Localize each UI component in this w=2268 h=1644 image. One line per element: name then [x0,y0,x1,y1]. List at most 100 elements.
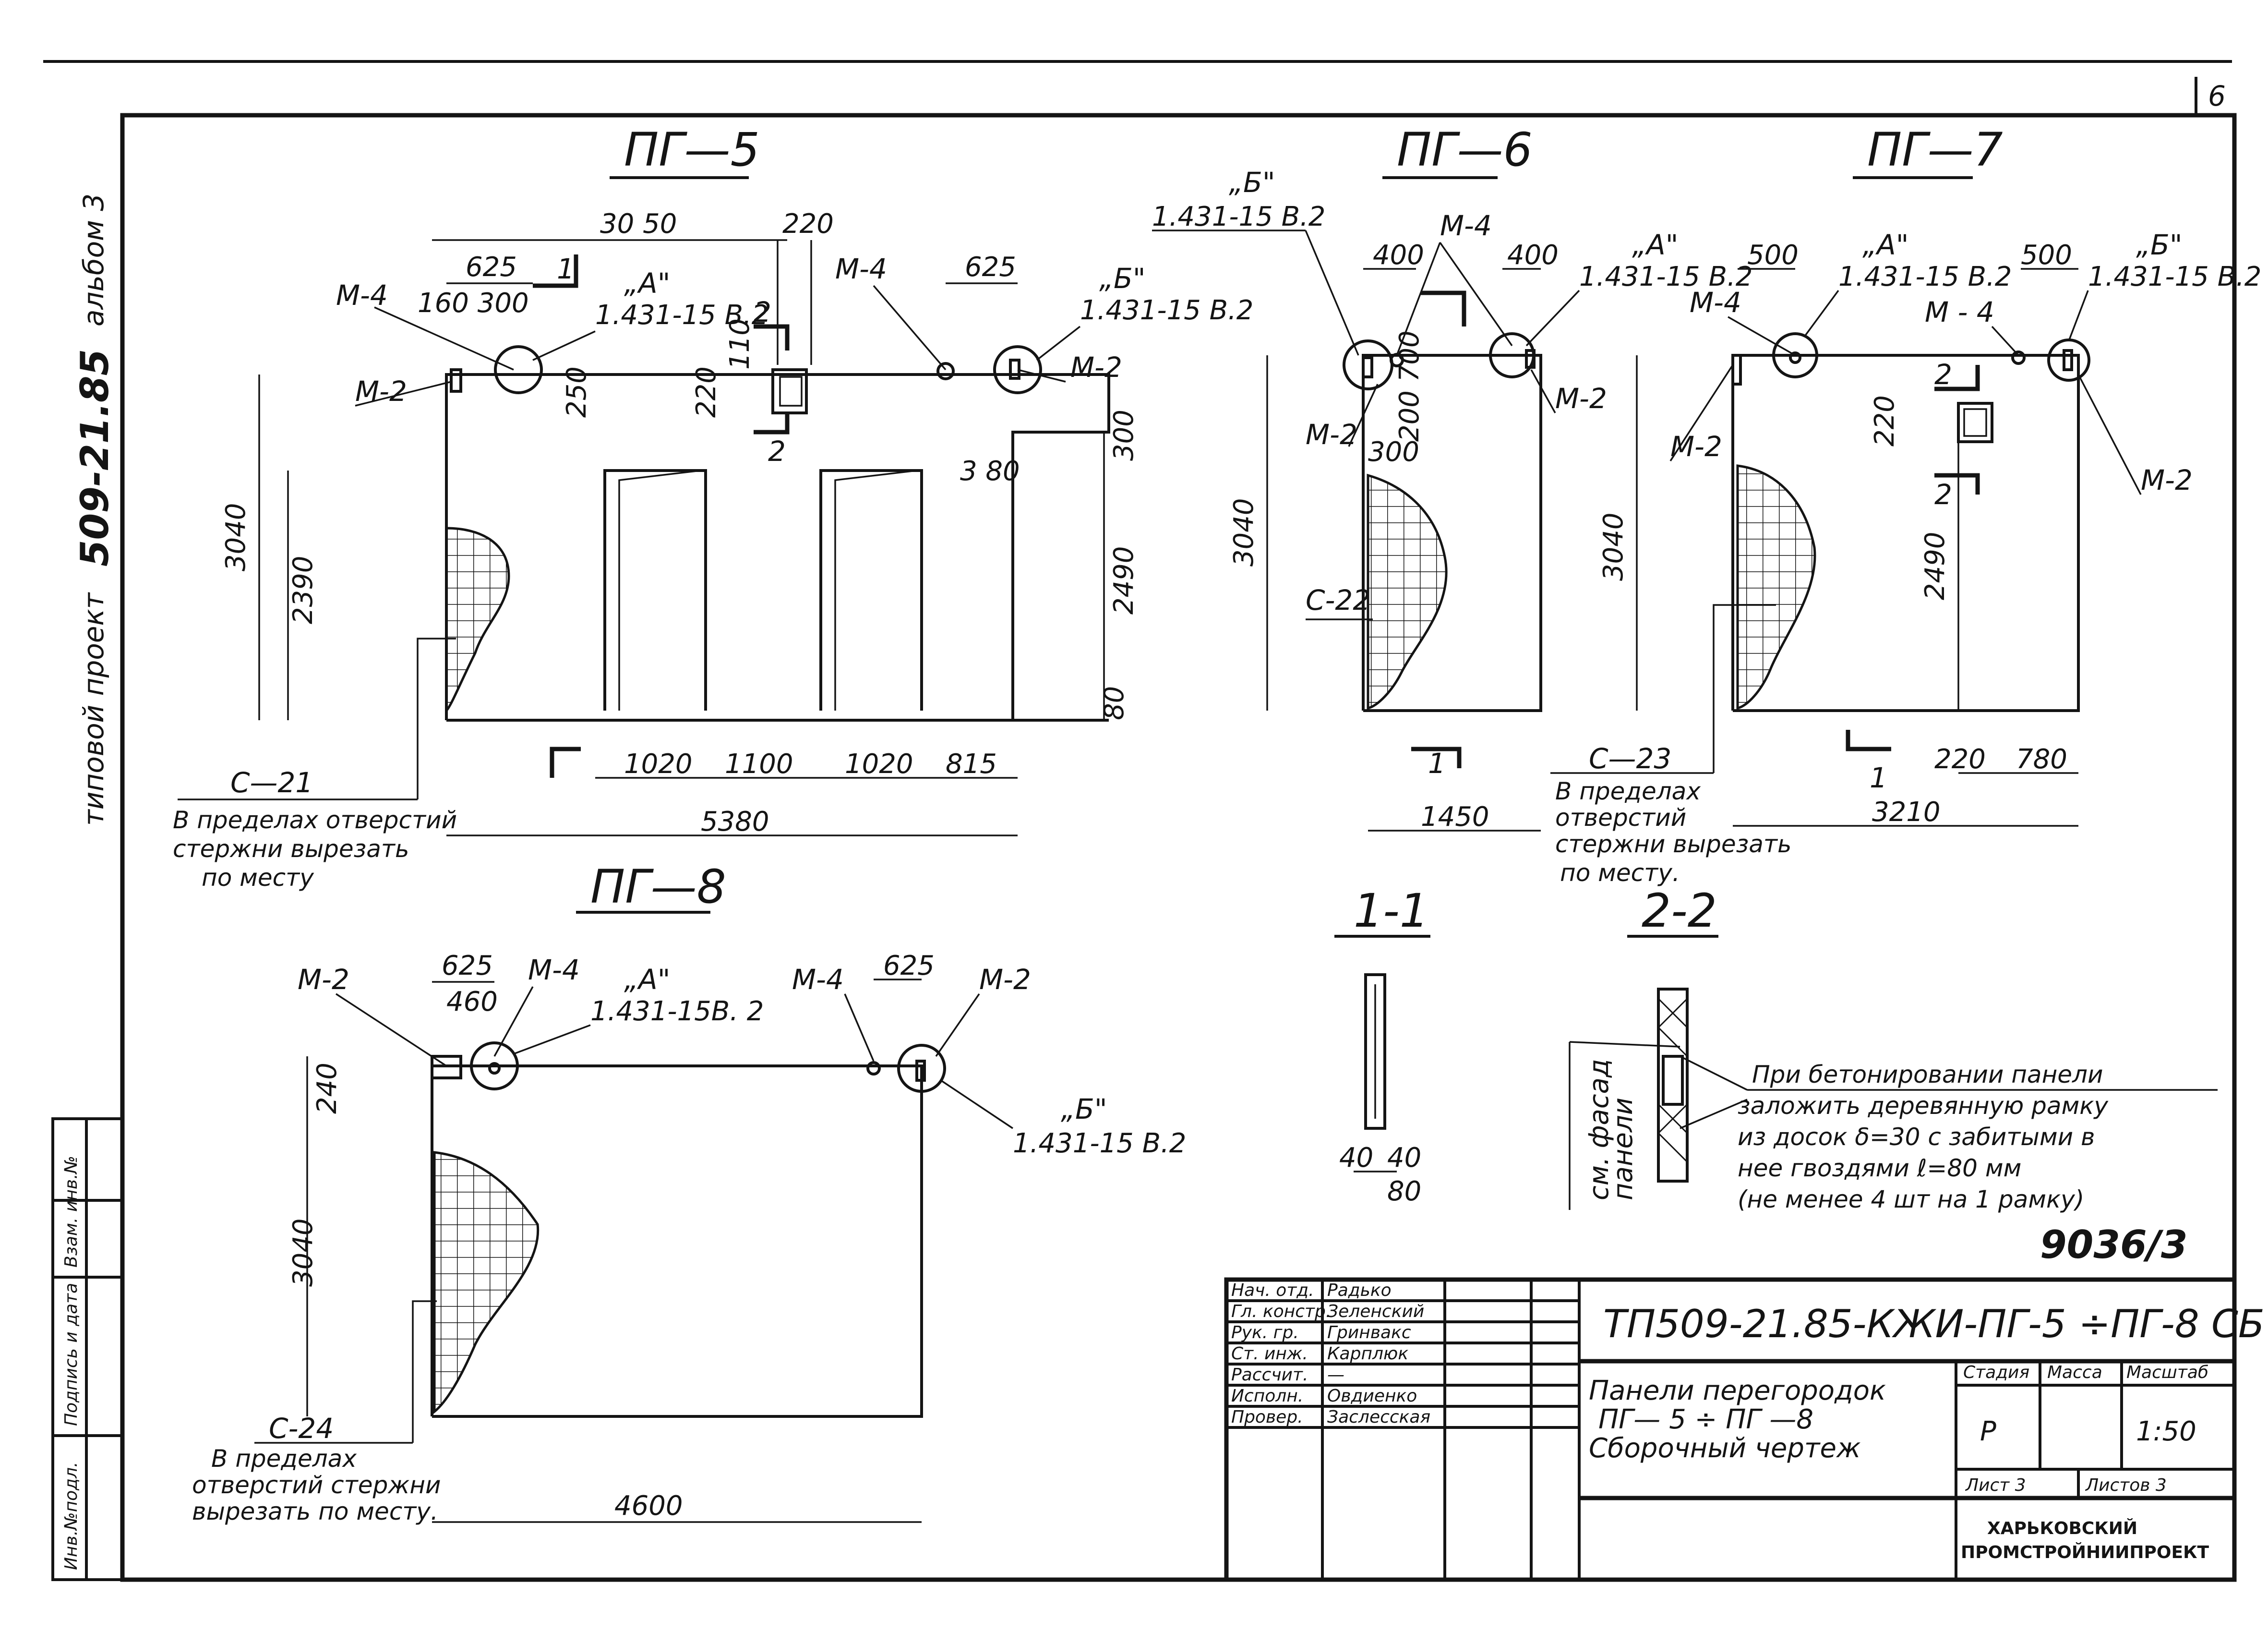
pg6-callout-b: „Б" [1229,166,1275,199]
pg6-dim-1450: 1450 [1421,801,1489,833]
pg7-dim-220-bottom: 220 [1934,744,1986,775]
stamp-signature-date: Подпись и дата [61,1283,81,1426]
pg8-dim-460: 460 [446,986,498,1017]
tb-name-line-3: Сборочный чертеж [1589,1433,1860,1464]
tb-role: Исполн. [1231,1386,1303,1406]
pg5-callout-b-ref: 1.431-15 В.2 [1080,295,1253,326]
tb-org-line-2: ПРОМСТРОЙНИИПРОЕКТ [1961,1542,2209,1562]
pg7-section-2-top: 2 [1934,358,1952,391]
pg8-dim-4600: 4600 [614,1490,683,1522]
tb-person-name: — [1327,1365,1344,1385]
sec11-dim-80: 80 [1387,1176,1421,1207]
tb-person-name: Карплюк [1327,1344,1408,1364]
pg8-m2-left: М-2 [298,963,349,996]
pg5-dim-2390: 2390 [288,556,319,624]
pg6-title: ПГ—6 [1397,123,1533,177]
pg5-dim-625-right: 625 [965,252,1016,283]
pg8-m2-right: М-2 [979,963,1031,996]
pg7-dim-500-left: 500 [1747,240,1799,271]
panel-pg7: ПГ—7 500 500 „А" 1.431-15 В.2 „Б" 1.431-… [1550,123,2261,887]
pg5-section-1: 1 [557,253,575,285]
pg8-note-line-3: вырезать по месту. [192,1498,438,1525]
section-2-2: 2-2 см. фасад панели При бетонировании п… [1569,884,2218,1213]
pg5-section-2-top: 2 [754,296,771,328]
pg7-note-line-2: отверстий [1555,804,1686,832]
pg7-m2-right: М-2 [2141,464,2193,496]
sheet-frame: 6 509-21.85 альбом 3 типовой проект Инв.… [43,60,2237,1582]
sec22-note-line-4: нее гвоздями ℓ=80 мм [1738,1154,2021,1182]
pg5-dim-1020-a: 1020 [624,749,693,780]
pg8-dim-240: 240 [312,1063,343,1114]
pg6-dim-3040: 3040 [1228,498,1260,567]
pg5-dim-250: 250 [561,366,592,418]
section-1-1: 1-1 40 40 80 [1334,884,1430,1207]
pg8-callout-b-ref: 1.431-15 В.2 [1013,1128,1186,1159]
pg8-callout-a-ref: 1.431-15В. 2 [590,996,764,1027]
pg6-section-1: 1 [1428,747,1446,780]
pg5-callout-a-ref: 1.431-15 В.2 [595,300,768,331]
pg5-callout-a: „А" [624,267,670,300]
pg6-dim-400-right: 400 [1507,240,1559,271]
pg5-dim-220-side: 220 [691,366,722,418]
pg8-note-line-1: В пределах [211,1445,357,1473]
pg7-dim-500-right: 500 [2021,240,2072,271]
stamp-replacement-inv: Взам. инв.№ [61,1156,81,1268]
pg8-dim-625-right: 625 [883,950,935,981]
pg7-callout-b-ref: 1.431-15 В.2 [2088,261,2261,292]
pg8-note-line-2: отверстий стержни [192,1471,441,1499]
panel-pg5: ПГ—5 30 50 220 625 160 300 625 3040 2 [173,123,1253,892]
pg6-m4: М-4 [1440,209,1492,242]
tb-role: Рассчит. [1231,1365,1308,1385]
pg5-dim-160-300: 160 300 [418,288,529,319]
pg7-title: ПГ—7 [1867,123,2003,177]
pg5-dim-815: 815 [946,749,997,780]
tb-sheet: Лист 3 [1965,1475,2026,1495]
pg6-dim-200-700: 200 700 [1394,330,1425,442]
pg5-callout-b: „Б" [1099,262,1146,295]
pg7-note-line-1: В пределах [1555,777,1701,805]
tb-name-line-2: ПГ— 5 ÷ ПГ —8 [1598,1404,1813,1435]
pg5-dim-625-left: 625 [466,252,517,283]
side-project-code: 509-21.85 [72,349,117,567]
pg8-bar-label: С-24 [269,1412,334,1445]
pg6-dim-400-left: 400 [1373,240,1424,271]
panel-pg6: ПГ—6 „Б" 1.431-15 В.2 „А" 1.431-15 В.2 4… [1152,123,1752,833]
pg5-dim-2490: 2490 [1108,546,1140,615]
pg5-title: ПГ—5 [624,123,760,177]
pg5-dim-1020-b: 1020 [845,749,913,780]
tb-role: Гл. констр. [1231,1302,1331,1321]
pg5-note-line-3: по месту [202,864,314,892]
pg5-note-line-2: стержни вырезать [173,835,409,863]
tb-org-line-1: ХАРЬКОВСКИЙ [1987,1518,2137,1538]
pg6-callout-a-ref: 1.431-15 В.2 [1579,261,1752,292]
pg5-dim-1100: 1100 [725,749,793,780]
pg8-dim-3040: 3040 [288,1218,319,1287]
sec22-note-line-5: (не менее 4 шт на 1 рамку) [1738,1185,2084,1213]
pg7-dim-3210: 3210 [1872,797,1941,828]
pg7-callout-a-ref: 1.431-15 В.2 [1838,261,2012,292]
pg5-section-2-bottom: 2 [768,435,786,468]
pg5-m2-right: М-2 [1070,351,1122,384]
tb-person-name: Радько [1327,1281,1392,1300]
pg5-dim-380: 3 80 [960,456,1020,487]
pg7-dim-780: 780 [2016,744,2067,775]
tb-person-name: Гринвакс [1327,1323,1411,1342]
tb-col-stage: Стадия [1963,1363,2029,1382]
sec11-dim-40-a: 40 [1339,1142,1373,1173]
pg7-section-2-bottom: 2 [1934,478,1952,511]
pg7-m4-left: М-4 [1690,286,1741,319]
pg5-note-line-1: В пределах отверстий [173,806,457,834]
pg5-dim-110: 110 [724,318,756,370]
sec22-title: 2-2 [1642,884,1717,938]
pg5-dim-300: 300 [1108,410,1140,461]
pg5-bar-label: С—21 [230,766,313,799]
pg6-dim-300: 300 [1368,436,1419,468]
pg5-m4-left: М-4 [336,279,388,312]
pg7-m4-mid: М - 4 [1925,296,1994,328]
sheet-corner-number: 6 [2208,80,2226,112]
side-album: альбом 3 [77,193,110,326]
pg7-note-line-3: стержни вырезать [1555,830,1792,858]
sec22-side-label-1: см. фасад [1584,1059,1615,1200]
tb-person-name: Заслесская [1327,1407,1430,1427]
